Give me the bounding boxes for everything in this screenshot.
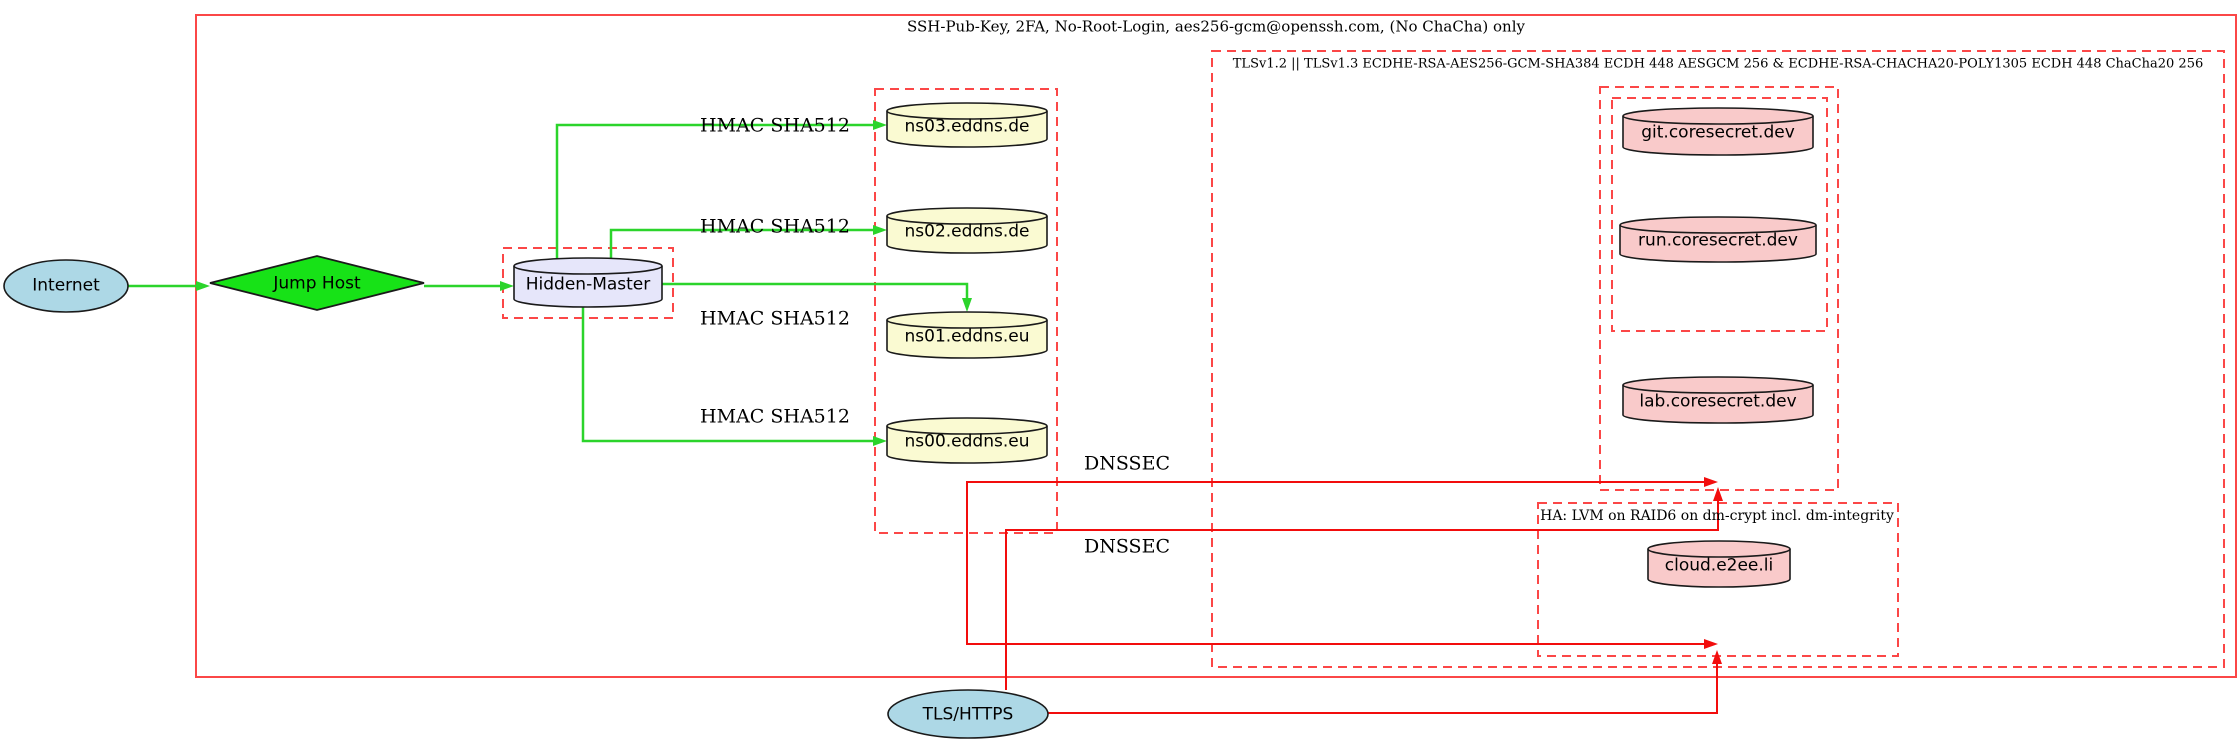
hmac-sha512-label-2: HMAC SHA512 <box>700 215 850 238</box>
ns03-node-label: ns03.eddns.de <box>904 116 1030 137</box>
lab-node-label: lab.coresecret.dev <box>1639 391 1797 412</box>
arrowhead-tls-to-ha-cluster <box>1712 650 1722 664</box>
ns02-cylinder-rim <box>886 215 1048 225</box>
coresecret-outer-cluster-box <box>1599 86 1839 491</box>
ns00-cylinder-rim <box>886 425 1048 435</box>
coresecret-inner-cluster-box <box>1611 97 1828 332</box>
hmac-sha512-label-3: HMAC SHA512 <box>700 307 850 330</box>
tls-https-node-label: TLS/HTTPS <box>922 704 1014 725</box>
edge-tls-to-ha-cluster <box>1048 662 1718 714</box>
hidden-master-cylinder <box>513 257 663 308</box>
hidden-master-cylinder-rim <box>513 265 663 275</box>
dnssec-label-2: DNSSEC <box>1084 535 1170 558</box>
run-node-label: run.coresecret.dev <box>1638 230 1798 251</box>
git-node-label: git.coresecret.dev <box>1641 122 1795 143</box>
cloud-cylinder <box>1647 540 1791 588</box>
ns00-cylinder <box>886 417 1048 464</box>
lab-cylinder-rim <box>1622 384 1814 394</box>
edge-dnssec-double <box>966 481 1704 645</box>
arrowhead-hiddenmaster-to-ns00 <box>873 436 887 446</box>
internet-ellipse <box>3 259 129 313</box>
arrowhead-hiddenmaster-to-ns02 <box>873 225 887 235</box>
hmac-sha512-label-4: HMAC SHA512 <box>700 405 850 428</box>
edge-hiddenmaster-to-ns00 <box>581 305 875 443</box>
hmac-sha512-label-1: HMAC SHA512 <box>700 114 850 137</box>
edge-hiddenmaster-to-ns03 <box>555 123 875 258</box>
tls-https-ellipse <box>887 689 1049 739</box>
cloud-node-label: cloud.e2ee.li <box>1664 555 1774 576</box>
arrowhead-hiddenmaster-to-ns01 <box>962 298 972 312</box>
ssh-cluster-label: SSH-Pub-Key, 2FA, No-Root-Login, aes256-… <box>907 17 1525 36</box>
edge-hiddenmaster-to-ns01 <box>662 282 969 300</box>
ha-cluster-label: HA: LVM on RAID6 on dm-crypt incl. dm-in… <box>1540 508 1894 524</box>
edge-hiddenmaster-to-ns02 <box>609 228 875 258</box>
arrowhead-jumphost-to-hiddenmaster <box>500 281 514 291</box>
ns02-node-label: ns02.eddns.de <box>904 221 1030 242</box>
dns-cluster-box <box>874 88 1058 534</box>
ns00-node-label: ns00.eddns.eu <box>904 431 1030 452</box>
run-cylinder-rim <box>1619 224 1817 234</box>
arrowhead-hiddenmaster-to-ns03 <box>873 120 887 130</box>
dnssec-label-1: DNSSEC <box>1084 452 1170 475</box>
lab-cylinder <box>1622 376 1814 424</box>
arrowhead-dnssec-lower <box>1704 639 1718 649</box>
run-cylinder <box>1619 216 1817 263</box>
ns01-node-label: ns01.eddns.eu <box>904 326 1030 347</box>
jump-host-diamond <box>209 255 425 311</box>
ns01-cylinder-rim <box>886 319 1048 329</box>
ns01-cylinder <box>886 311 1048 359</box>
internet-node-label: Internet <box>32 275 100 296</box>
ns03-cylinder <box>886 102 1048 148</box>
arrowhead-dnssec-upper <box>1704 477 1718 487</box>
edge-tls-to-lab-cluster <box>1005 499 1719 690</box>
ns02-cylinder <box>886 207 1048 254</box>
tls-cluster-label: TLSv1.2 || TLSv1.3 ECDHE-RSA-AES256-GCM-… <box>1232 56 2204 72</box>
arrowhead-tls-to-lab-cluster <box>1713 487 1723 501</box>
cloud-cylinder-rim <box>1647 548 1791 558</box>
arrowhead-internet-to-jumphost <box>196 281 210 291</box>
git-cylinder-rim <box>1622 115 1814 125</box>
jump-host-node-label: Jump Host <box>273 273 361 294</box>
git-cylinder <box>1622 107 1814 156</box>
ssh-cluster-box <box>195 14 2237 678</box>
hidden-master-node-label: Hidden-Master <box>525 274 651 295</box>
ns03-cylinder-rim <box>886 110 1048 120</box>
